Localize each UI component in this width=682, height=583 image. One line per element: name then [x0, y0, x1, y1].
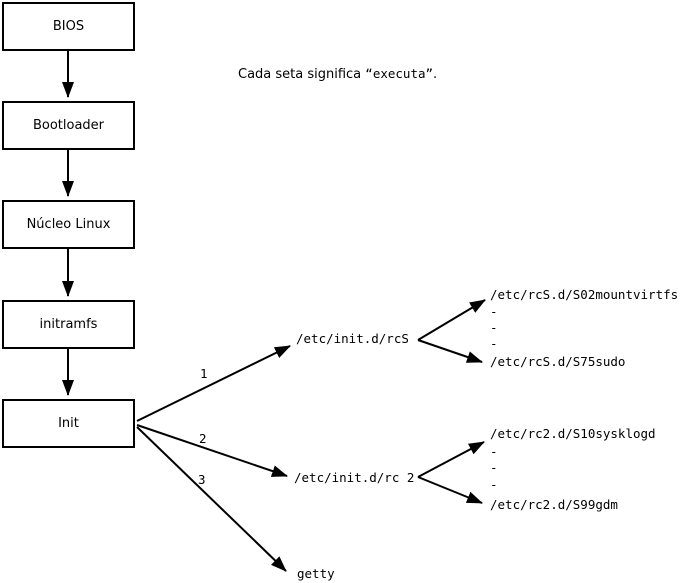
arrow-init-to-getty: [136, 426, 287, 572]
arrow-rcS-to-s75: [417, 339, 483, 363]
node-bios: BIOS: [2, 2, 135, 51]
rc2-ellipsis-dash: -: [490, 460, 498, 475]
node-initramfs-label: initramfs: [39, 317, 98, 332]
node-bios-label: BIOS: [52, 19, 85, 34]
node-bootloader: Bootloader: [2, 101, 135, 150]
rc2-ellipsis-dash: -: [490, 477, 498, 492]
legend-note: Cada seta significa “executa”.: [238, 66, 437, 83]
rcS-ellipsis-dash: -: [490, 304, 498, 319]
rcS-script-last: /etc/rcS.d/S75sudo: [490, 354, 626, 369]
legend-note-suffix: .: [433, 67, 438, 82]
rc2-script-last: /etc/rc2.d/S99gdm: [490, 497, 618, 512]
rc2-script-first: /etc/rc2.d/S10sysklogd: [490, 426, 656, 441]
target-init-d-rcS: /etc/init.d/rcS: [296, 331, 409, 346]
target-getty: getty: [297, 566, 335, 581]
branch-number-3: 3: [198, 472, 206, 487]
rc2-ellipsis-dash: -: [490, 444, 498, 459]
node-bootloader-label: Bootloader: [32, 118, 105, 133]
branch-number-2: 2: [199, 431, 207, 446]
node-init: Init: [2, 399, 135, 448]
rcS-script-first: /etc/rcS.d/S02mountvirtfs: [490, 287, 679, 302]
node-kernel-label: Núcleo Linux: [26, 217, 111, 232]
branch-number-1: 1: [200, 366, 208, 381]
node-initramfs: initramfs: [2, 300, 135, 349]
node-kernel: Núcleo Linux: [2, 200, 135, 249]
arrow-rc2-to-s99: [417, 476, 483, 504]
arrow-init-to-rc2: [136, 424, 288, 477]
legend-note-command: “executa”: [365, 66, 434, 81]
arrow-rc2-to-s10: [417, 441, 485, 478]
legend-note-prefix: Cada seta significa: [238, 67, 366, 82]
target-init-d-rc2: /etc/init.d/rc 2: [294, 470, 415, 485]
node-init-label: Init: [58, 416, 79, 431]
arrow-init-to-rcS: [136, 345, 291, 422]
rcS-ellipsis-dash: -: [490, 320, 498, 335]
rcS-ellipsis-dash: -: [490, 336, 498, 351]
arrow-rcS-to-s02: [417, 299, 486, 341]
